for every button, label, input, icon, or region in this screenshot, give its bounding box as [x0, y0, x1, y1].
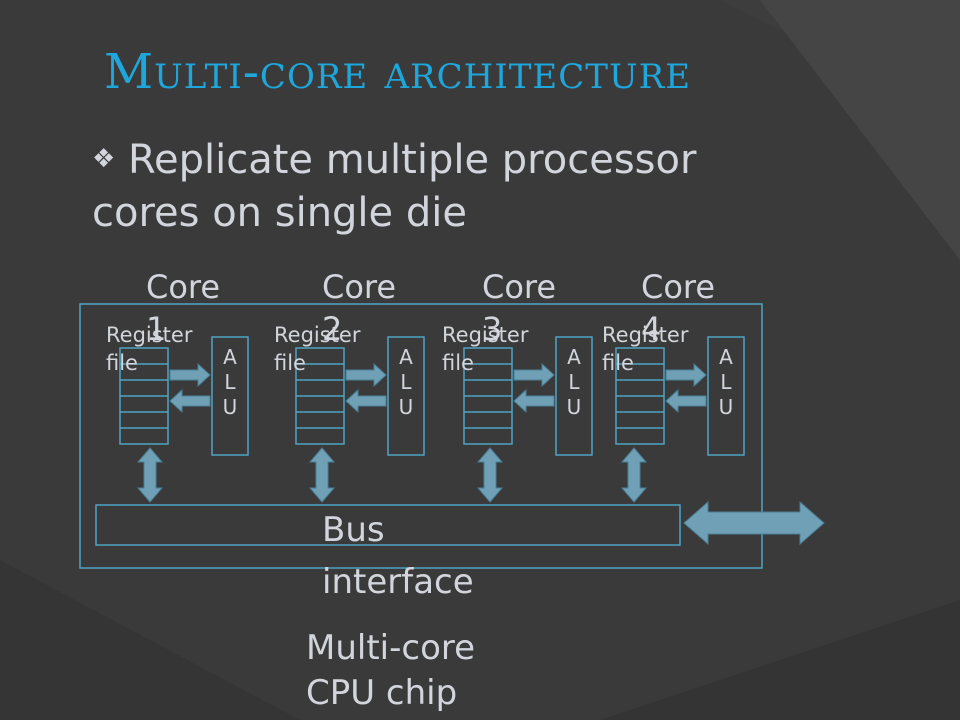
core-2-alu-label: ALU	[398, 345, 414, 419]
core-1-block	[119, 336, 249, 503]
core-1-bus-arrow	[137, 447, 163, 503]
core-3-block	[463, 336, 593, 503]
cpu-chip-outline	[79, 303, 763, 569]
core-3-alu	[555, 336, 593, 456]
core-1-register-label: Register file	[106, 323, 193, 375]
core-3-register-label: Register file	[442, 323, 529, 375]
core-4-register-label: Register file	[602, 323, 689, 375]
core-4-bus-arrow	[621, 447, 647, 503]
core-2-block	[295, 336, 425, 503]
external-bus-arrow	[683, 500, 825, 546]
core-1-label: Core 1	[146, 268, 221, 348]
bus-interface-box	[95, 504, 681, 546]
slide-title: Multi-core architecture	[104, 44, 692, 100]
bullet-point: ❖Replicate multiple processor cores on s…	[92, 133, 792, 240]
bullet-text: Replicate multiple processor cores on si…	[92, 137, 697, 236]
core-3-alu-label: ALU	[566, 345, 582, 419]
core-4-alu-label: ALU	[718, 345, 734, 419]
core-4-alu	[707, 336, 745, 456]
core-3-bus-arrow	[477, 447, 503, 503]
core-2-label: Core 2	[322, 268, 397, 348]
core-1-alu-label: ALU	[222, 345, 238, 419]
core-4-block	[615, 336, 745, 503]
core-2-alu	[387, 336, 425, 456]
bus-interface-label: Bus interface	[322, 510, 474, 602]
core-4-label: Core 4	[641, 268, 716, 348]
core-2-register-label: Register file	[274, 323, 361, 375]
core-3-label: Core 3	[482, 268, 557, 348]
cpu-chip-label: Multi-core CPU chip	[306, 628, 476, 713]
diamond-bullet-icon: ❖	[92, 144, 116, 174]
core-1-alu	[211, 336, 249, 456]
core-2-bus-arrow	[309, 447, 335, 503]
